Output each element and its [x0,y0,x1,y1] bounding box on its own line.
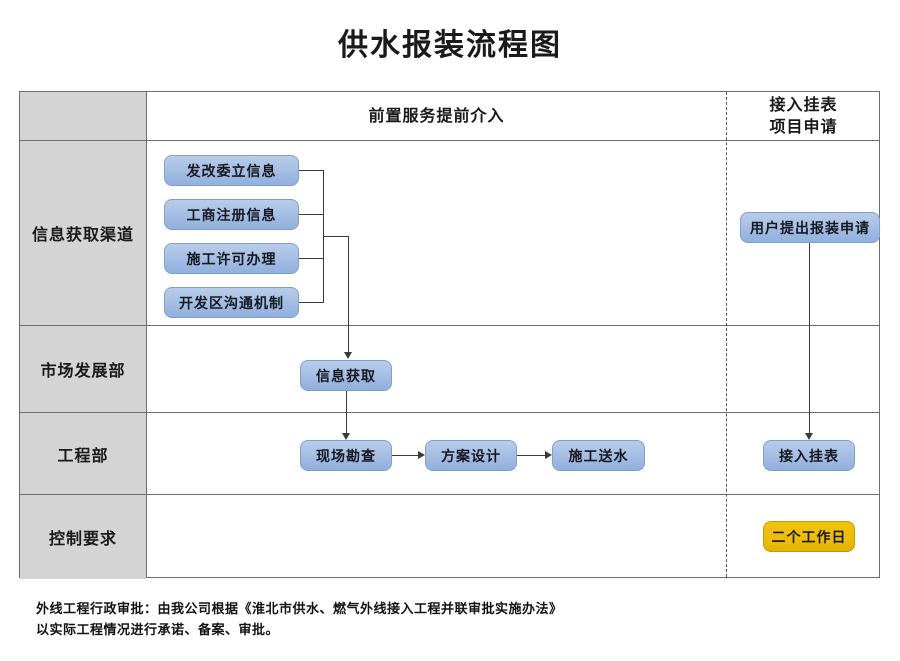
column-header-meter-application: 接入挂表 项目申请 [727,92,880,140]
grid-vline-label-col [146,92,147,577]
row-label-info-channel: 信息获取渠道 [20,141,146,325]
grid-hline-row3 [20,494,879,495]
connector-application-to-meter [809,243,810,433]
connector-bus-jog-right [323,236,348,237]
connector-survey-to-design [392,455,418,456]
page-title: 供水报装流程图 [338,28,562,63]
connector-source4-to-bus [299,302,324,303]
process-matrix: 信息获取渠道 市场发展部 工程部 控制要求 前置服务提前介入 接入挂表 项目申请 [19,91,880,579]
arrowhead-into-meter-install [805,433,813,440]
connector-design-to-supply [517,455,545,456]
footnote: 外线工程行政审批：由我公司根据《淮北市供水、燃气外线接入工程并联审批实施办法》 … [36,600,856,642]
grid-hline-header [20,140,879,141]
arrowhead-into-construction-supply [545,451,552,459]
node-meter-install[interactable]: 接入挂表 [763,440,855,471]
node-dev-zone-communication[interactable]: 开发区沟通机制 [164,287,299,318]
grid-hline-row2 [20,412,879,413]
connector-bus-down-to-info [348,236,349,352]
node-scheme-design[interactable]: 方案设计 [425,440,517,471]
column-header-pre-service: 前置服务提前介入 [368,106,505,126]
node-two-working-days[interactable]: 二个工作日 [763,521,855,552]
node-construction-water-supply[interactable]: 施工送水 [552,440,645,471]
footnote-line-1: 外线工程行政审批：由我公司根据《淮北市供水、燃气外线接入工程并联审批实施办法》 [36,602,563,617]
matrix-corner-cell [20,92,146,140]
node-business-registration-info[interactable]: 工商注册信息 [164,199,299,230]
arrowhead-into-site-survey [342,433,350,440]
arrowhead-into-info-acquisition [344,352,352,359]
connector-source3-to-bus [299,258,324,259]
connector-info-to-survey [346,391,347,433]
node-ndrc-registration-info[interactable]: 发改委立信息 [164,155,299,186]
column-header-meter-application-line1: 接入挂表 [769,95,838,115]
node-construction-permit[interactable]: 施工许可办理 [164,243,299,274]
row-label-engineering: 工程部 [20,413,146,494]
column-header-meter-application-line2: 项目申请 [769,117,838,136]
footnote-line-2: 以实际工程情况进行承诺、备案、审批。 [36,622,280,638]
connector-source2-to-bus [299,214,324,215]
grid-vline-dashed-split [726,92,727,577]
row-label-control: 控制要求 [20,495,146,579]
connector-source1-to-bus [299,170,324,171]
node-info-acquisition[interactable]: 信息获取 [300,360,392,391]
node-site-survey[interactable]: 现场勘查 [300,440,392,471]
node-user-application[interactable]: 用户提出报装申请 [740,212,880,243]
grid-hline-row1 [20,325,879,326]
arrowhead-into-scheme-design [418,451,425,459]
row-label-market-dept: 市场发展部 [20,326,146,412]
